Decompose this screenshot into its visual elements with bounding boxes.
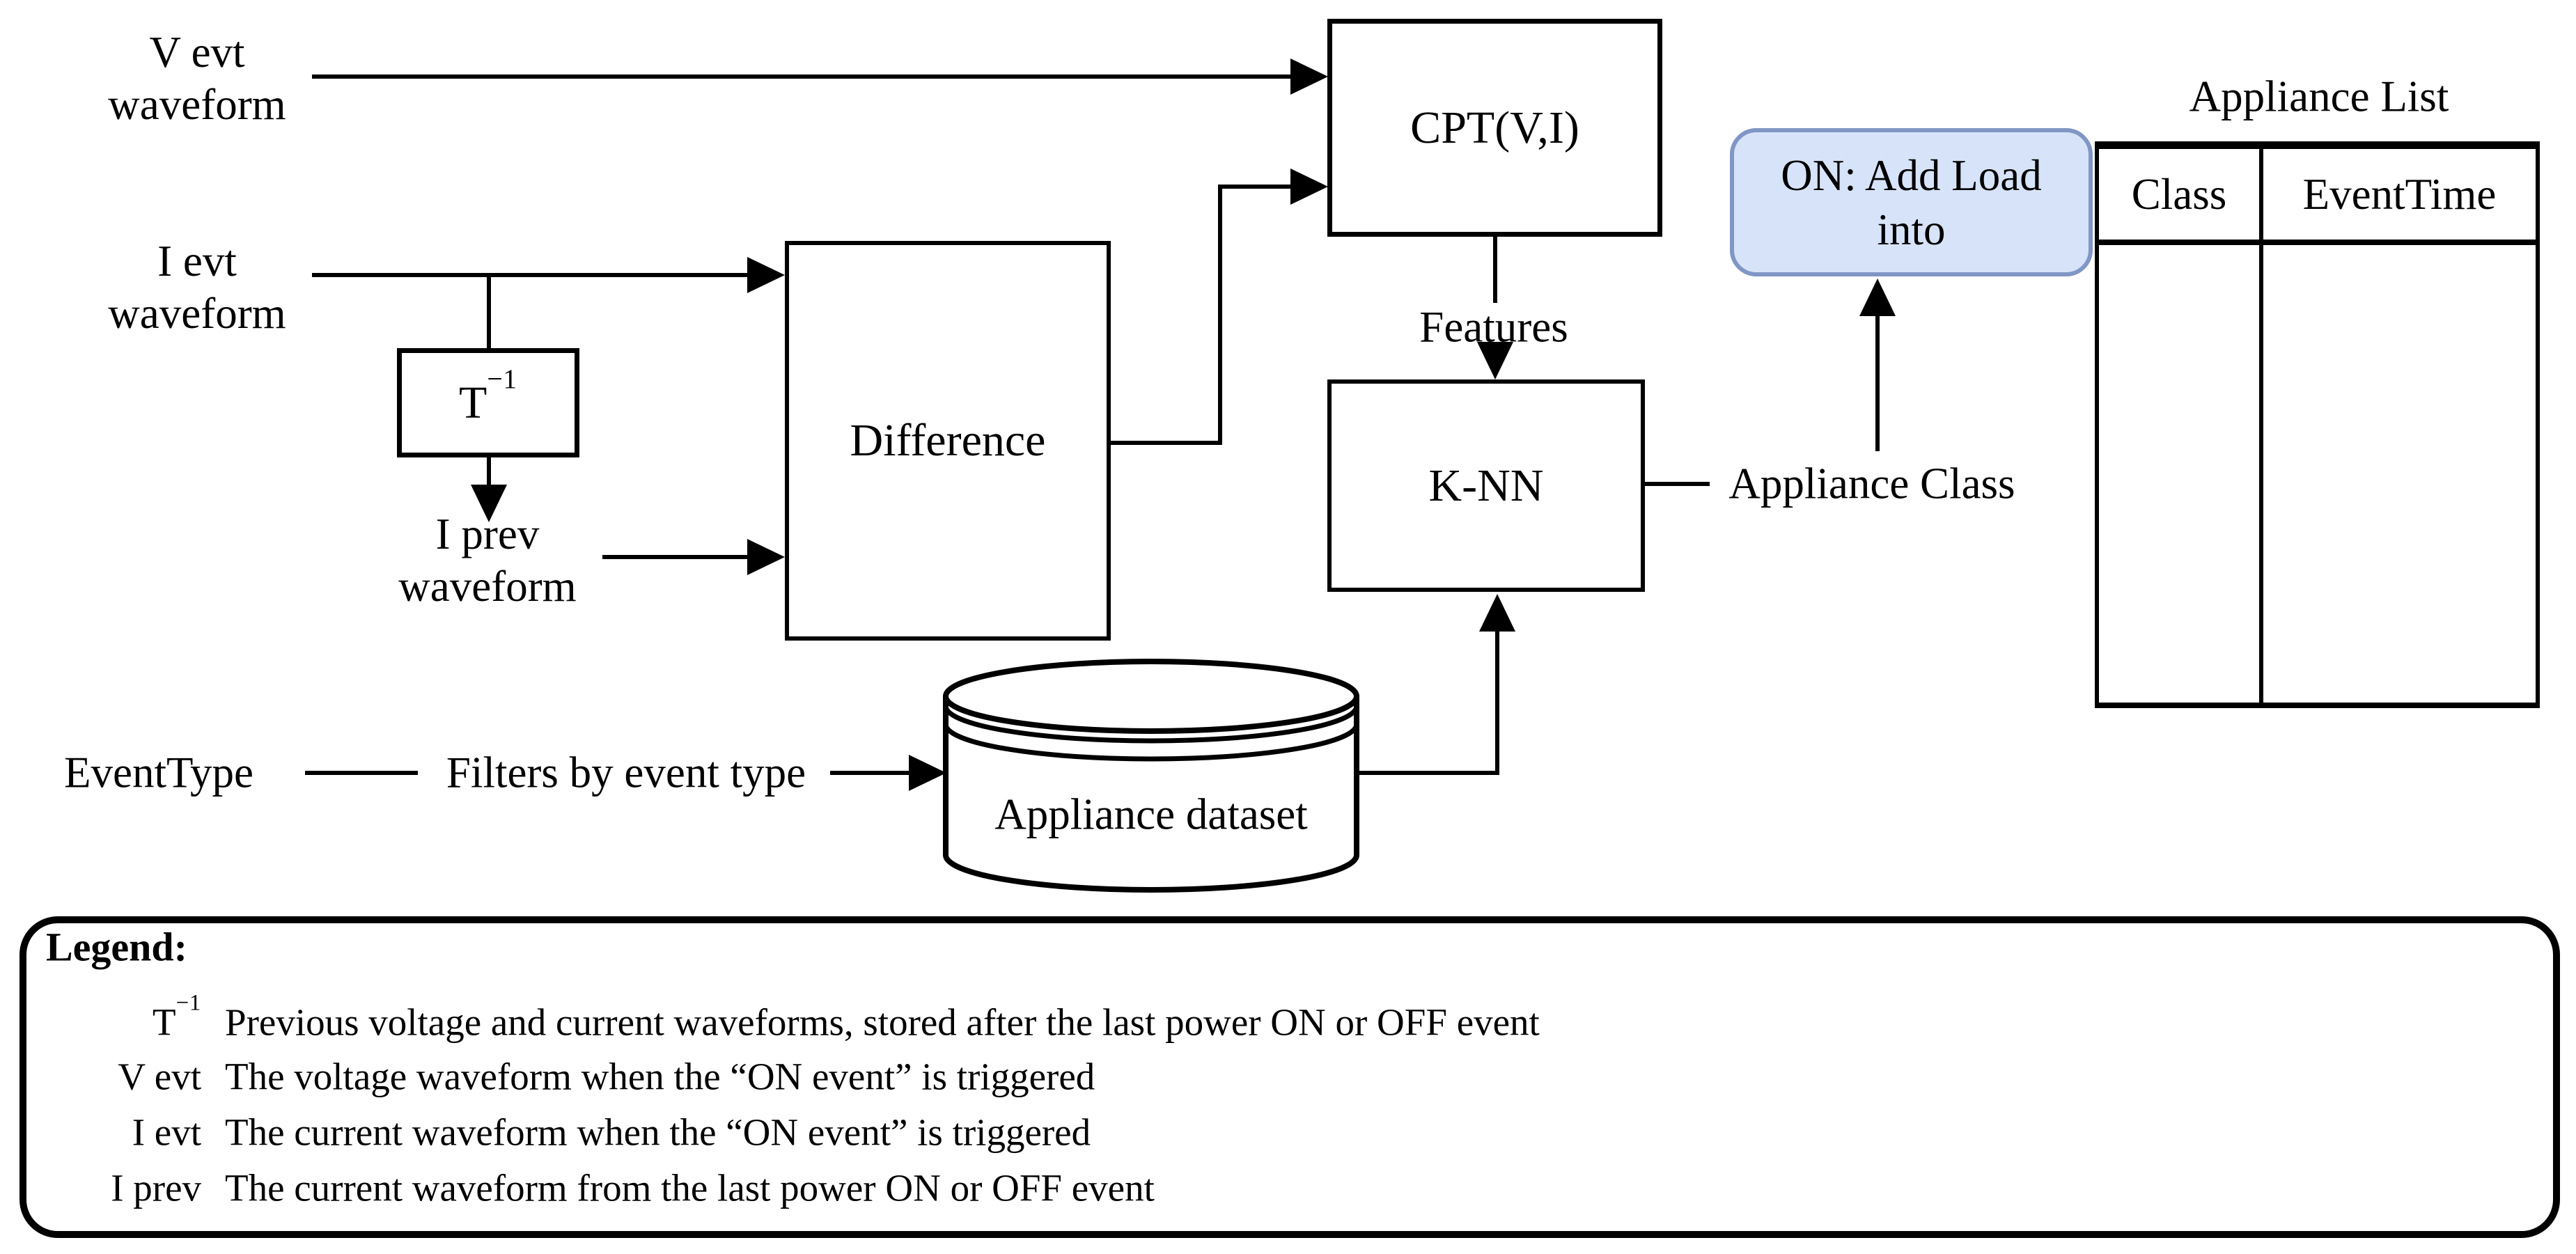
legend-row-t-inverse: T−1 Previous voltage and current waveform…	[58, 990, 1540, 1044]
legend-desc: The current waveform from the last power…	[225, 1166, 1155, 1209]
table-header-class: Class	[2131, 169, 2227, 219]
legend-desc: The current waveform when the “ON event”…	[225, 1111, 1091, 1154]
legend-term: V evt	[118, 1055, 201, 1098]
cylinder-top-ellipse	[943, 659, 1359, 734]
arrow-difference-to-cpt	[1111, 185, 1294, 445]
legend-desc: Previous voltage and current waveforms, …	[225, 1001, 1540, 1044]
appliance-list-table: Class EventTime	[2095, 141, 2540, 708]
legend-row-i-evt: I evt The current waveform when the “ON e…	[58, 1111, 1091, 1154]
v-evt-waveform-label: V evt waveform	[108, 28, 286, 129]
difference-box: Difference	[785, 241, 1111, 641]
appliance-list-title: Appliance List	[2189, 72, 2449, 121]
i-prev-waveform-label: I prev waveform	[398, 510, 577, 611]
cylinder-ring-2	[943, 723, 1359, 762]
legend-term: T−1	[152, 990, 201, 1044]
arrowhead-into-difference-top	[747, 257, 785, 293]
cylinder-ring-1	[943, 705, 1359, 744]
t-inverse-box: T−1	[397, 348, 579, 457]
arrowhead-into-knn-bottom	[1479, 594, 1515, 632]
arrowhead-into-cpt-top	[1290, 58, 1328, 95]
arrowhead-into-dataset	[909, 755, 946, 791]
i-evt-waveform-label: I evt waveform	[108, 237, 286, 338]
arrowhead-into-i-prev	[471, 485, 507, 522]
legend-term: I evt	[132, 1111, 201, 1154]
arrowhead-features-into-knn	[1477, 342, 1513, 379]
knn-box: K-NN	[1327, 379, 1645, 592]
legend-desc: The voltage waveform when the “ON event”…	[225, 1055, 1095, 1098]
table-column-divider	[2259, 149, 2263, 703]
legend-row-i-prev: I prev The current waveform from the last…	[58, 1166, 1155, 1210]
table-header-underline	[2099, 240, 2536, 245]
appliance-dataset-cylinder	[943, 659, 1359, 893]
cpt-box: CPT(V,I)	[1327, 19, 1662, 237]
legend-title: Legend:	[46, 924, 187, 970]
arrowhead-into-difference-bottom	[747, 539, 785, 575]
event-type-label: EventType	[64, 748, 253, 797]
appliance-dataset-label: Appliance dataset	[994, 790, 1308, 839]
table-header-eventtime: EventTime	[2302, 169, 2497, 219]
arrow-dataset-to-knn	[1357, 629, 1499, 775]
arrowhead-into-cpt-bottom	[1290, 168, 1328, 205]
arrowhead-into-on-add	[1859, 279, 1896, 316]
on-add-load-box: ON: Add Load into	[1730, 128, 2093, 276]
cylinder-body	[943, 696, 1359, 893]
legend-row-v-evt: V evt The voltage waveform when the “ON e…	[58, 1055, 1095, 1099]
features-label: Features	[1419, 302, 1568, 352]
legend-term: I prev	[111, 1166, 201, 1209]
filters-by-event-type-label: Filters by event type	[446, 748, 806, 797]
legend-box	[19, 916, 2560, 1238]
appliance-class-label: Appliance Class	[1728, 459, 2015, 508]
